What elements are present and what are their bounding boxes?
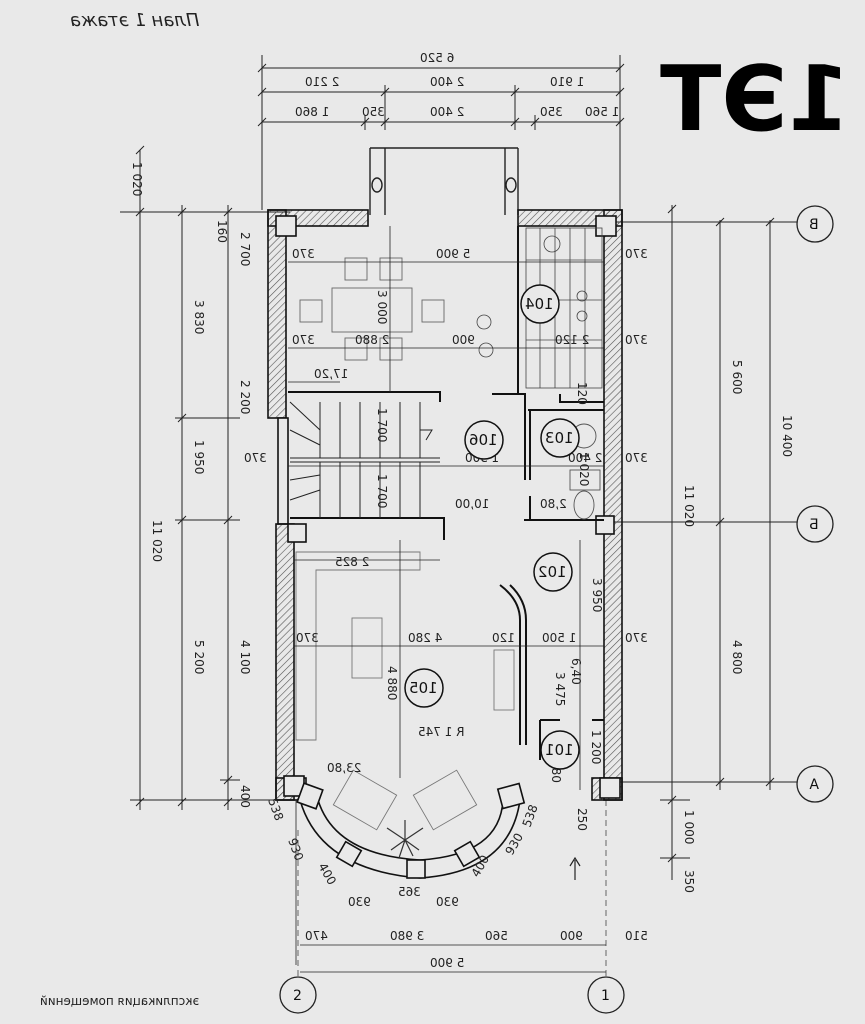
dim-4280: 4 280 [408, 631, 442, 645]
dim-bottom-total: 5 900 [430, 956, 464, 970]
room-102: 102 [538, 563, 567, 581]
room-103: 103 [545, 429, 574, 447]
dim-right-small-a: 1 000 [682, 810, 696, 844]
dim-120: 120 [492, 631, 515, 645]
dim-370-g: 370 [296, 631, 319, 645]
dim-370-h: 370 [625, 631, 648, 645]
dim-dining-width: 5 900 [436, 247, 470, 261]
dim-top-row3-a: 1 860 [295, 105, 329, 119]
plant-icon [386, 820, 424, 859]
dim-bottom-e: 510 [625, 929, 648, 943]
dim-120-b: 120 [575, 382, 589, 405]
grid-axis-1: 1 [601, 988, 610, 1004]
dim-2120: 2 120 [555, 333, 589, 347]
dining-furniture [299, 257, 445, 361]
radius-label: R 1 745 [418, 725, 465, 739]
bay-window [296, 782, 526, 879]
dim-250: 250 [575, 808, 589, 831]
dim-top-total: 6 520 [420, 51, 454, 65]
footer-caption: экспликация помещений [40, 994, 199, 1008]
dim-3475: 3 475 [553, 672, 567, 706]
dim-left-outer: 11 020 [150, 520, 164, 562]
dim-left-inner-e: 400 [238, 785, 252, 808]
dim-370-b: 370 [625, 247, 648, 261]
dim-bottom-a: 470 [305, 929, 328, 943]
dim-left-mid-c: 5 200 [192, 640, 206, 674]
dim-stair-1700b: 1 700 [375, 474, 389, 508]
dim-1200: 1 200 [589, 730, 603, 764]
dim-2880: 2 880 [355, 333, 389, 347]
dim-2400: 2 400 [568, 451, 602, 465]
dim-right-small-b: 350 [682, 870, 696, 893]
staircase [289, 401, 440, 518]
dim-160: 160 [215, 220, 229, 243]
dim-370-d: 370 [625, 333, 648, 347]
grid-axis-v: В [809, 217, 819, 233]
dim-left-mid-b: 1 950 [192, 440, 206, 474]
dim-left-inner-d: 4 100 [238, 640, 252, 674]
dim-arc-930-a: 930 [348, 895, 371, 909]
entrance-arrow-icon [569, 856, 581, 880]
interior-walls [288, 226, 604, 760]
dim-top-row3-d: 350 [540, 105, 563, 119]
dim-top-row2-a: 2 210 [305, 75, 339, 89]
right-dimension-lines [600, 204, 800, 880]
room-106: 106 [469, 431, 498, 449]
drawing-title: План 1 этажа [70, 10, 199, 31]
dim-top-row2-c: 1 910 [550, 75, 584, 89]
top-dimension-lines [257, 55, 625, 210]
area-2380: 23,80 [327, 761, 361, 775]
area-640: 6,40 [569, 658, 583, 685]
dim-right-outer-b: 11 020 [682, 485, 696, 527]
dim-right-mid-a: 5 600 [730, 360, 744, 394]
dim-2825: 2 825 [335, 555, 369, 569]
interior-dimension-lines [288, 226, 606, 973]
room-101: 101 [545, 741, 574, 759]
dim-4880: 4 880 [385, 666, 399, 700]
dim-bottom-b: 3 980 [390, 929, 424, 943]
entrance-porch [369, 147, 519, 215]
dim-right-mid-b: 4 800 [730, 640, 744, 674]
grid-axis-b: Б [809, 517, 819, 533]
dim-top-row3-c: 2 400 [430, 105, 464, 119]
dim-arc-930-b: 930 [436, 895, 459, 909]
bathroom-fixtures [569, 423, 601, 520]
dim-top-row2-b: 2 400 [430, 75, 464, 89]
dim-left-inner-a: 1 020 [130, 162, 144, 196]
area-10: 10,00 [455, 497, 489, 511]
dim-bottom-d: 900 [560, 929, 583, 943]
dim-left-mid-a: 3 830 [192, 300, 206, 334]
grid-axis-2: 2 [293, 988, 302, 1004]
grid-axis-a: А [809, 777, 819, 793]
dim-370-e: 370 [244, 451, 267, 465]
dim-3950: 3 950 [590, 578, 604, 612]
dim-370-a: 370 [292, 247, 315, 261]
dim-1500b: 1 500 [542, 631, 576, 645]
grid-axis-guidelines [297, 800, 607, 977]
living-furniture [295, 551, 515, 831]
area-1720: 17,20 [314, 367, 348, 381]
dim-right-outer-a: 10 400 [780, 415, 794, 457]
dim-stair-1700: 1 700 [375, 408, 389, 442]
grid-axes [279, 205, 834, 1014]
dim-arc-365: 365 [398, 885, 421, 899]
dim-left-inner-c: 2 200 [238, 380, 252, 414]
dim-370-c: 370 [292, 333, 315, 347]
room-105: 105 [409, 679, 438, 697]
left-dimension-lines [120, 145, 295, 810]
dim-370-f: 370 [625, 451, 648, 465]
dim-900: 900 [452, 333, 475, 347]
dim-1020: 1 020 [577, 452, 591, 486]
dim-top-row3-b: 350 [362, 105, 385, 119]
room-104: 104 [525, 295, 554, 313]
dim-left-inner-b: 2 700 [238, 232, 252, 266]
dim-top-row3-e: 1 560 [585, 105, 619, 119]
room-markers [404, 284, 580, 770]
dim-bottom-c: 560 [485, 929, 508, 943]
sheet-mark: 1ЭТ [660, 47, 850, 152]
dim-3000: 3 000 [375, 290, 389, 324]
area-280: 2,80 [540, 497, 567, 511]
